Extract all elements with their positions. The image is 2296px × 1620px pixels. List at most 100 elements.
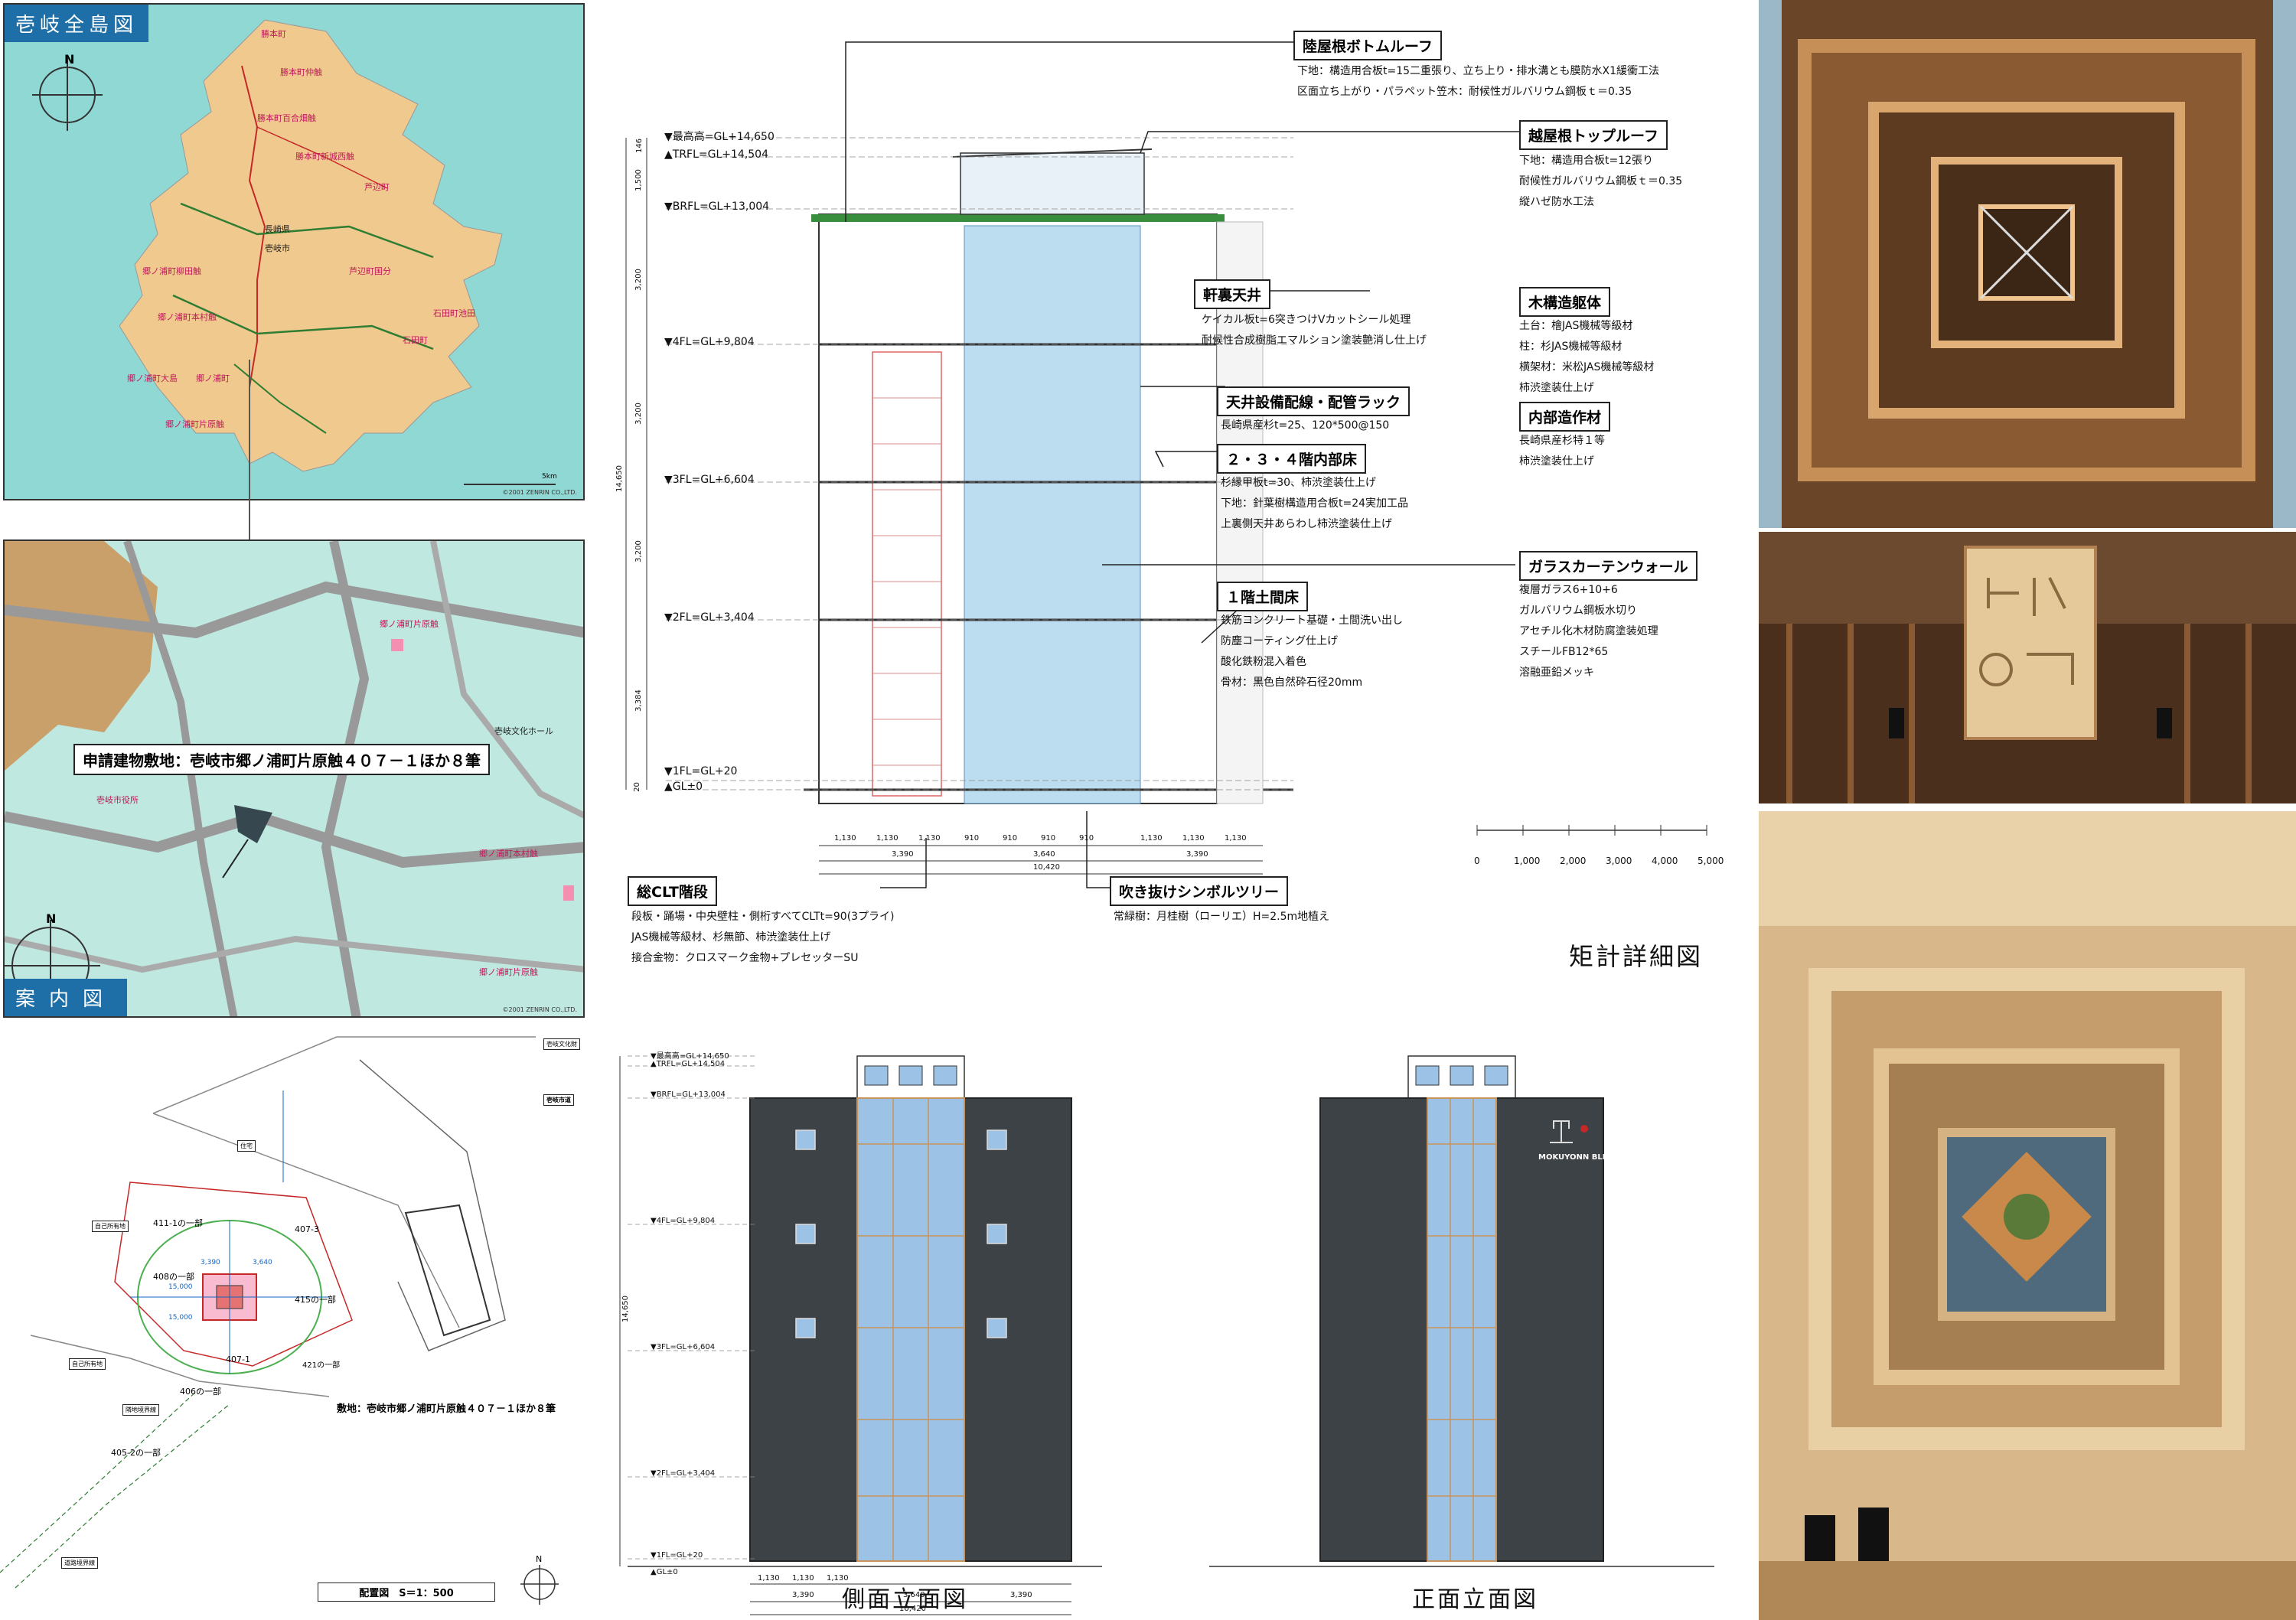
north-arrow-label: N: [64, 52, 75, 67]
elev-dim: 3,390: [792, 1591, 814, 1599]
site-box-label: 自己所有地: [92, 1221, 129, 1232]
front-elevation-drawing: [1209, 1055, 1714, 1567]
bottom-dim: 1,130: [876, 834, 899, 843]
site-box-label: 隣地境界線: [122, 1404, 159, 1416]
note-title: １階土間床: [1217, 582, 1309, 611]
map-label: 郷ノ浦町片原触: [479, 967, 538, 977]
level-label: ▼2FL=GL+3,404: [651, 1469, 716, 1478]
map-label: 壱岐市: [265, 243, 290, 253]
elev-dim: 1,130: [758, 1574, 780, 1583]
note-line: 接合金物：クロスマーク金物+プレセッターSU: [631, 952, 859, 964]
bottom-dim: 1,130: [1182, 834, 1205, 843]
note-title: 木構造躯体: [1519, 287, 1611, 317]
map-label: 郷ノ浦町大島: [127, 373, 178, 383]
bottom-dim: 3,390: [892, 850, 914, 859]
note-line: JAS機械等級材、杉無節、柿渋塗装仕上げ: [631, 931, 831, 944]
bottom-dim: 1,130: [1140, 834, 1163, 843]
site-address-label: 申請建物敷地：壱岐市郷ノ浦町片原触４０７－１ほか８筆: [73, 744, 490, 775]
map-label: 郷ノ浦町: [196, 373, 230, 383]
scale-tick: 2,000: [1560, 856, 1587, 866]
level-label: ▼4FL=GL+9,804: [664, 336, 755, 348]
lot-label: 406の一部: [180, 1387, 221, 1397]
site-box-label: 壱岐市道: [543, 1094, 574, 1106]
note-title: 吹き抜けシンボルツリー: [1110, 876, 1289, 906]
section-title: 矩計詳細図: [1569, 942, 1704, 971]
dim-label: 15,000: [168, 1283, 193, 1291]
height-dim: 3,200: [634, 403, 643, 425]
map-label: 壱岐文化ホール: [494, 726, 553, 736]
level-label: ▼1FL=GL+20: [664, 765, 738, 777]
bottom-dim: 1,130: [834, 834, 856, 843]
guide-map-title: 案内図: [5, 979, 128, 1016]
height-dim: 3,200: [634, 269, 643, 291]
site-box-label: 壱岐文化財: [543, 1038, 580, 1050]
map-label: 芦辺町国分: [349, 266, 391, 276]
bottom-dim: 910: [964, 834, 980, 843]
island-map-title: 壱岐全島図: [5, 5, 149, 42]
note-line: 段板・踊場・中央壁柱・側桁すべてCLTt=90(3プライ): [631, 911, 895, 923]
height-dim: 3,200: [634, 540, 643, 562]
level-label: ▼4FL=GL+9,804: [651, 1217, 716, 1225]
level-label: ▼2FL=GL+3,404: [664, 611, 755, 624]
note-line: 横架材：米松JAS機械等級材: [1519, 361, 1655, 373]
level-label: ▼BRFL=GL+13,004: [651, 1090, 726, 1099]
map-scale: 5km: [542, 473, 557, 481]
note-line: 酸化鉄粉混入着色: [1221, 656, 1306, 668]
elev-dim: 1,130: [792, 1574, 814, 1583]
site-box-label: 住宅: [237, 1140, 256, 1152]
level-label: ▼3FL=GL+6,604: [651, 1343, 716, 1351]
note-line: スチールFB12*65: [1519, 646, 1609, 658]
note-line: 骨材：黒色自然砕石径20mm: [1221, 676, 1363, 689]
north-arrow-label: N: [536, 1554, 543, 1564]
north-arrow-label: N: [46, 911, 57, 926]
map-label: 勝本町仲触: [280, 67, 322, 77]
note-line: 鉄筋コンクリート基礎・土間洗い出し: [1221, 614, 1403, 627]
island-map-drawing: [32, 19, 556, 485]
front-elevation-title: 正面立面図: [1412, 1586, 1538, 1613]
level-label: ▼1FL=GL+20: [651, 1551, 703, 1560]
elev-total-dim: 10,420: [899, 1605, 926, 1613]
site-box-label: 自己所有地: [69, 1358, 106, 1370]
site-plan-drawing: [0, 1036, 559, 1605]
note-line: 柿渋塗装仕上げ: [1519, 382, 1594, 394]
note-title: 天井設備配線・配管ラック: [1217, 386, 1411, 416]
dim-label: 3,390: [201, 1259, 220, 1266]
bottom-total-dim: 10,420: [1033, 863, 1060, 872]
note-line: 耐候性合成樹脂エマルション塗装艶消し仕上げ: [1202, 334, 1427, 347]
lot-label: 411-1の一部: [153, 1218, 203, 1228]
side-elevation-title: 側面立面図: [842, 1586, 968, 1613]
map-label: 壱岐市役所: [96, 795, 139, 805]
note-line: ガルバリウム鋼板水切り: [1519, 605, 1637, 617]
atrium-photo-bottom: [1759, 811, 2296, 1620]
elev-dim: 3,640: [903, 1591, 925, 1599]
note-title: 越屋根トップルーフ: [1519, 120, 1668, 150]
site-box-label: 道路境界線: [61, 1557, 98, 1569]
atrium-photo-bottom-drawing: [1759, 811, 2296, 1620]
note-line: 区面立ち上がり・パラペット笠木：耐候性ガルバリウム鋼板ｔ＝0.35: [1297, 86, 1632, 98]
section-detail: ▼最高高=GL+14,650 ▲TRFL=GL+14,504 ▼BRFL=GL+…: [605, 15, 1730, 987]
level-label: ▲TRFL=GL+14,504: [651, 1060, 726, 1068]
height-dim: 3,384: [634, 689, 643, 712]
level-label: ▲GL±0: [664, 781, 703, 793]
total-height-dim: 14,650: [621, 1296, 630, 1322]
site-plan: N 壱岐文化財 壱岐市道 自己所有地 隣地境界線 道路境界線 住宅 自己所有地 …: [0, 1029, 589, 1620]
side-elevation: ▼最高高=GL+14,650 ▲TRFL=GL+14,504 ▼BRFL=GL+…: [605, 1037, 1133, 1620]
note-title: 総CLT階段: [628, 876, 717, 906]
lot-label: 415の一部: [295, 1295, 336, 1305]
height-dim: 146: [635, 138, 644, 154]
bottom-dim: 3,390: [1186, 850, 1208, 859]
note-line: 防塵コーティング仕上げ: [1221, 635, 1339, 647]
scale-tick: 5,000: [1698, 856, 1724, 866]
map-label: 郷ノ浦町本村触: [479, 849, 538, 859]
lot-label: 407-3: [295, 1224, 319, 1234]
note-line: 柱：杉JAS機械等級材: [1519, 341, 1623, 353]
front-elevation: MOKUYONN BLD.: [1209, 1052, 1714, 1580]
guide-map: N 申請建物敷地：壱岐市郷ノ浦町片原触４０７－１ほか８筆 郷ノ浦町片原触 壱岐市…: [3, 539, 585, 1018]
dim-label: 3,640: [253, 1259, 272, 1266]
atrium-photo-top-drawing: [1759, 0, 2296, 528]
map-label: 石田町池田: [433, 308, 475, 318]
atrium-photo-top: [1759, 0, 2296, 528]
map-label: 勝本町: [261, 29, 286, 39]
bottom-dim: 3,640: [1033, 850, 1055, 859]
map-label: 郷ノ浦町片原触: [380, 619, 439, 629]
